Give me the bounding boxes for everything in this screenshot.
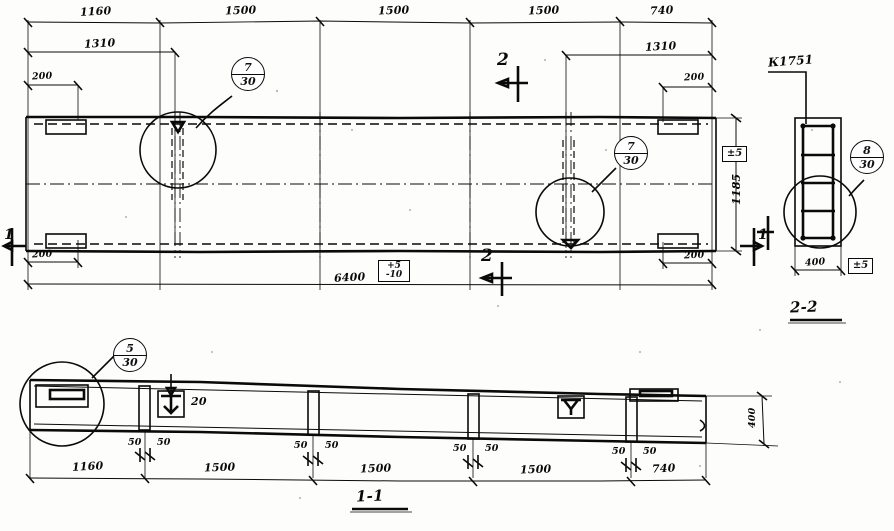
detail-sheet: 30 [122, 355, 138, 369]
plan-beam-outline [25, 115, 717, 254]
rib-offset-4a: 50 [612, 446, 626, 457]
elevation-detail-circle [19, 355, 115, 447]
plan-sub-dimension-lines [23, 47, 717, 248]
detail-bubble-5[interactable]: 5 30 [113, 338, 147, 372]
plan-width-dimension [716, 113, 742, 256]
length-tolerance-box: +5 -10 [378, 260, 410, 282]
elevation-height-dimension [705, 391, 779, 449]
elevation-title-underline [350, 507, 412, 513]
plan-offset-right-top: 200 [683, 71, 705, 84]
elev-dim-3: 1500 [359, 461, 392, 476]
plan-overall-length: 6400 [333, 270, 366, 285]
plan-dim-top-5: 740 [649, 3, 674, 18]
rib-offset-1a: 50 [128, 437, 142, 448]
plan-rib-axes [26, 112, 716, 258]
detail-sheet: 30 [623, 153, 639, 167]
elevation-bottom-dimension-line [25, 473, 711, 487]
elevation-ribs [138, 385, 638, 443]
cross-section-title: 2-2 [789, 297, 818, 317]
elevation-rib-offset-dimensions [134, 448, 642, 472]
plan-overall-length-dimension [23, 279, 717, 290]
tolerance-upper: +5 [387, 261, 401, 271]
section-marker-1-right [740, 228, 765, 266]
detail-number: 7 [232, 61, 264, 75]
cross-section-2-2-geometry [768, 71, 865, 324]
rib-offset-1b: 50 [157, 437, 171, 448]
detail-bubble-7-second[interactable]: 7 30 [614, 136, 648, 170]
elevation-embed-symbol-2 [557, 395, 585, 419]
plan-top-dimension-line [23, 16, 717, 28]
detail-sheet: 30 [859, 157, 875, 171]
plan-sub-dim-right: 1310 [644, 39, 677, 54]
section-marker-2-bottom [478, 262, 512, 296]
section-marker-1-left [1, 228, 26, 266]
elevation-height-label: 400 [747, 407, 758, 428]
rib-offset-3a: 50 [453, 443, 467, 454]
elev-dim-5: 740 [651, 461, 676, 476]
section-label-1-right: 1 [758, 227, 768, 243]
section-marker-2-top [494, 66, 528, 102]
plan-rib-marks [171, 128, 575, 243]
elevation-outline [29, 378, 707, 445]
detail-bubble-8[interactable]: 8 30 [850, 140, 884, 174]
detail-number: 8 [851, 144, 883, 158]
part-label-k1751: К1751 [767, 52, 814, 70]
plan-width-tolerance-box: ±5 [722, 146, 747, 162]
section-label-1-left: 1 [4, 227, 14, 243]
plan-extension-lines [27, 20, 713, 290]
plan-end-pockets [45, 119, 699, 249]
rib-offset-2a: 50 [294, 440, 308, 451]
elevation-insert-note: 20 [191, 395, 207, 408]
section-marker-1-crosssection [757, 216, 774, 250]
rib-offset-2b: 50 [325, 440, 339, 451]
plan-width-dimension-label: 1185 [730, 173, 743, 205]
plan-offset-left-top: 200 [31, 70, 53, 83]
plan-detail-circles [139, 95, 617, 250]
detail-bubble-7-first[interactable]: 7 30 [231, 57, 265, 91]
elevation-pockets [35, 384, 679, 408]
plan-dim-top-4: 1500 [527, 3, 560, 18]
rib-offset-3b: 50 [485, 443, 499, 454]
plan-dim-top-1: 1160 [79, 4, 112, 19]
plan-sub-dim-left: 1310 [83, 36, 116, 51]
rib-offset-4b: 50 [643, 446, 657, 457]
cross-section-width-label: 400 [804, 256, 826, 269]
elev-dim-4: 1500 [519, 462, 552, 477]
detail-number: 7 [615, 140, 647, 154]
cross-section-width-tolerance-box: ±5 [848, 258, 873, 274]
section-label-2-bottom: 2 [481, 246, 494, 266]
plan-offset-left-bottom: 200 [31, 248, 53, 261]
plan-offset-right-bottom: 200 [683, 249, 705, 262]
elevation-title: 1-1 [355, 486, 384, 506]
elev-dim-1: 1160 [71, 459, 104, 474]
detail-number: 5 [114, 342, 146, 356]
detail-sheet: 30 [240, 74, 256, 88]
plan-dim-top-3: 1500 [377, 3, 410, 18]
plan-offset-dimensions [23, 80, 717, 269]
tolerance-lower: -10 [385, 270, 403, 280]
plan-dim-top-2: 1500 [224, 3, 257, 18]
elev-dim-2: 1500 [203, 460, 236, 475]
section-label-2-top: 2 [497, 50, 510, 70]
elevation-embed-symbol [157, 374, 185, 418]
scan-noise [125, 59, 841, 499]
